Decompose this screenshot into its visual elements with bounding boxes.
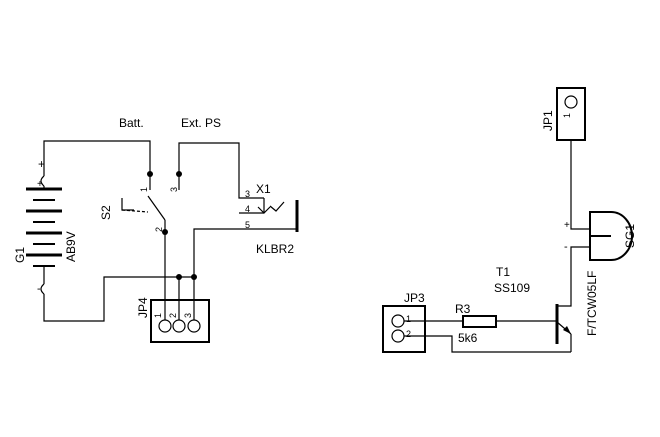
- battery-g1: [26, 175, 62, 295]
- label-sg1-part: F/TCW05LF: [585, 271, 599, 336]
- connector-x1: [257, 198, 299, 232]
- pin-jp4-3: 3: [183, 313, 193, 318]
- pin-x1-4: 4: [245, 204, 250, 214]
- wire-jp1-sg1: [570, 140, 590, 230]
- label-jp4: JP4: [136, 297, 150, 318]
- resistor-r3: [462, 315, 497, 328]
- wire-sg1-collector: [557, 246, 590, 307]
- label-x1: X1: [256, 182, 271, 196]
- pin-sg1-plus: +: [564, 220, 570, 231]
- label-r3-value: 5k6: [458, 331, 478, 345]
- pin-s2-3: 3: [169, 187, 179, 192]
- junction-jp4-3: [191, 274, 197, 280]
- pin-jp4-2: 2: [168, 313, 178, 318]
- junction-jp4-2: [176, 274, 182, 280]
- label-jp3: JP3: [404, 291, 425, 305]
- label-batt: Batt.: [119, 116, 144, 130]
- pin-jp3-2: 2: [406, 329, 411, 339]
- pin-s2-1: 1: [139, 187, 149, 192]
- pin-jp3-1: 1: [406, 314, 411, 324]
- label-ext-ps: Ext. PS: [181, 116, 221, 130]
- label-s2: S2: [99, 205, 113, 220]
- label-t1: T1: [496, 265, 510, 279]
- header-jp4: [150, 299, 210, 343]
- label-r3: R3: [455, 302, 471, 316]
- switch-s2: [121, 174, 180, 232]
- label-jp1: JP1: [541, 110, 555, 131]
- pin-x1-5: 5: [245, 220, 250, 230]
- header-jp3: [382, 305, 426, 353]
- pin-sg1-minus: -: [564, 241, 568, 253]
- label-ab9v: AB9V: [64, 231, 78, 262]
- label-sg1: SG1: [623, 224, 637, 248]
- label-ss109: SS109: [494, 281, 530, 295]
- buzzer-sg1: [589, 211, 633, 261]
- battery-minus-sign: -: [37, 283, 41, 295]
- pin-jp1-1: 1: [562, 113, 572, 118]
- battery-plus-sign-2: +: [37, 179, 43, 190]
- pin-x1-3: 3: [245, 189, 250, 199]
- wire-jp3-emitter: [404, 335, 571, 353]
- label-g1: G1: [13, 247, 27, 263]
- pin-jp4-1: 1: [153, 313, 163, 318]
- wires-left: [43, 140, 296, 322]
- pin-s2-2: 2: [154, 227, 164, 232]
- label-klbr2: KLBR2: [256, 242, 294, 256]
- transistor-t1: [555, 304, 572, 352]
- battery-plus-sign: +: [38, 157, 45, 171]
